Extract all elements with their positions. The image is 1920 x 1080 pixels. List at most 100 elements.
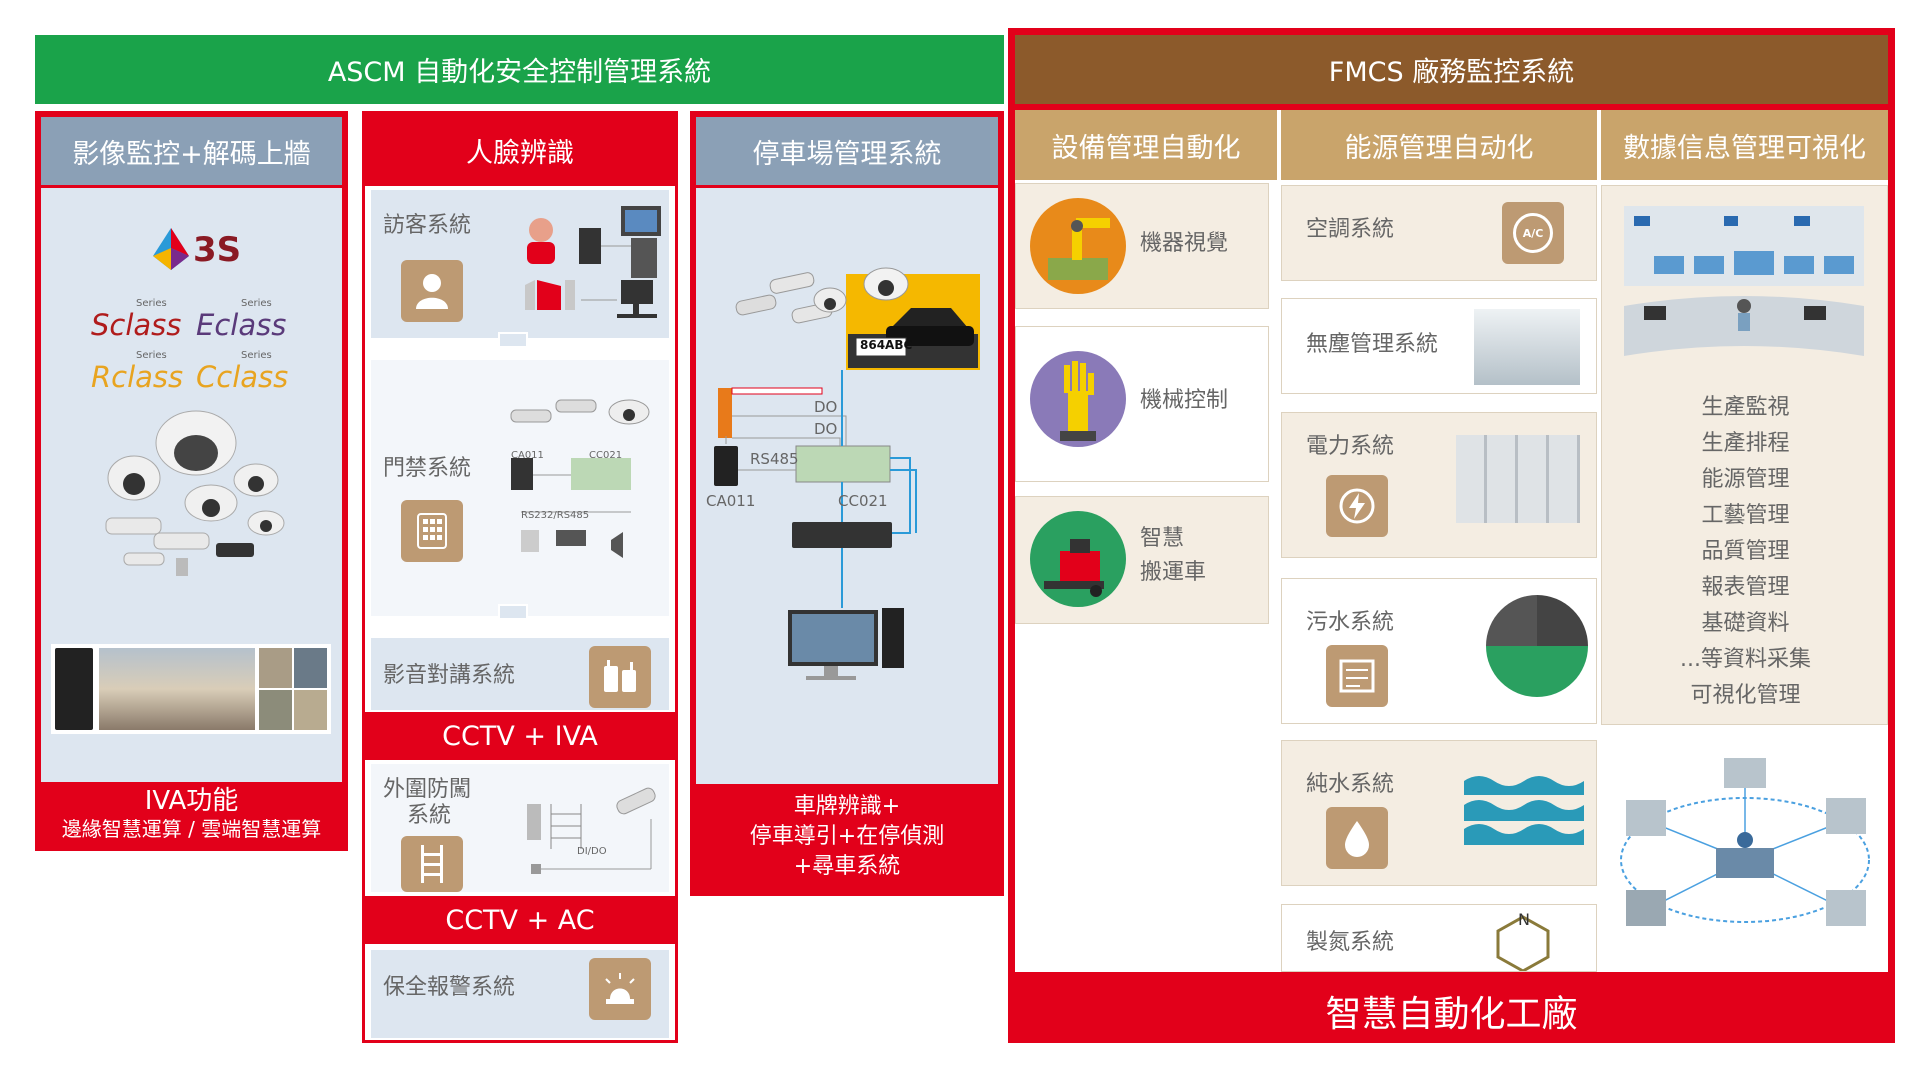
- wall-screen-d: [294, 690, 327, 730]
- data-item: ...等資料采集: [1680, 647, 1811, 672]
- col-parking-panel: 864ABC DO DO RS485 CA011 CC021: [696, 188, 998, 784]
- alarm-label: 保全報警系統: [383, 975, 516, 1000]
- col-face-recognition: 人臉辨識 訪客系統 門禁系統: [362, 111, 678, 1043]
- col-video-footer: IVA功能 邊緣智慧運算 / 雲端智慧運算: [38, 786, 345, 848]
- parking-footer-3: +尋車系統: [793, 854, 901, 879]
- fmcs-title-bar: FMCS 廠務監控系統: [1015, 35, 1888, 104]
- series-eclass: Eclass: [196, 308, 287, 342]
- access-tag-cc021: CC021: [589, 450, 623, 461]
- agv-icon: [1030, 511, 1126, 607]
- parking-ca011: CA011: [706, 492, 756, 510]
- cleanroom-card: 無塵管理系統: [1281, 298, 1597, 394]
- av-card: 影音對講系統: [371, 638, 669, 710]
- parking-do-1: DO: [814, 398, 838, 416]
- machine-vision-card: 機器視覺: [1015, 183, 1269, 309]
- robot-hand-icon: [1060, 361, 1096, 441]
- series-logos: Sclass Eclass Rclass Cclass Series Serie…: [91, 298, 311, 398]
- access-tag-rs: RS232/RS485: [521, 510, 590, 521]
- series-tag-2: Series: [241, 298, 272, 309]
- water-drop-icon: [1345, 821, 1369, 857]
- data-visualization-card: 生產監視 生產排程 能源管理 工藝管理 品質管理 報表管理 基礎資料 ...等資…: [1601, 185, 1888, 725]
- switchgear-photo: [1456, 435, 1580, 523]
- mechanical-control-card: 機械控制: [1015, 326, 1269, 482]
- power-card: 電力系統: [1281, 412, 1597, 558]
- data-item: 報表管理: [1701, 575, 1790, 600]
- parking-cc021: CC021: [838, 492, 888, 510]
- col-parking: 停車場管理系統: [690, 111, 1004, 896]
- agv-label-1: 智慧: [1140, 526, 1185, 551]
- access-card: 門禁系統 CA011 CC021 RS232/RS485: [371, 360, 669, 616]
- parking-do-2: DO: [814, 420, 838, 438]
- ladder-icon: [421, 845, 443, 883]
- perimeter-label-1: 外圍防闖: [383, 777, 472, 802]
- av-label: 影音對講系統: [383, 663, 516, 688]
- fmcs-frame: FMCS 廠務監控系統 設備管理自動化 機器視覺 機械控制 智慧 搬運車 能源管…: [1008, 28, 1895, 1043]
- agv-card: 智慧 搬運車: [1015, 496, 1269, 624]
- series-rclass: Rclass: [91, 360, 184, 394]
- cleanroom-photo: [1474, 309, 1580, 385]
- wave-icon: [1464, 776, 1584, 845]
- data-item: 生產監視: [1701, 395, 1790, 420]
- smart-factory-title: 智慧自動化工廠: [1325, 993, 1578, 1035]
- ac-tile: A/C: [1502, 202, 1564, 264]
- power-tile: [1326, 475, 1388, 537]
- svg-text:N: N: [1518, 910, 1530, 929]
- person-icon: [416, 274, 448, 309]
- sewage-label: 污水系統: [1306, 610, 1395, 635]
- mechanical-control-label: 機械控制: [1140, 388, 1229, 413]
- col-parking-footer: 車牌辨識+ 停車導引+在停偵測 +尋車系統: [693, 792, 1001, 892]
- power-icon: [1339, 488, 1375, 524]
- perimeter-label-2: 系統: [407, 803, 452, 828]
- fmcs-col2-header: 能源管理自动化: [1281, 110, 1597, 180]
- cctv-ac-band: CCTV + AC: [365, 896, 675, 944]
- parking-rs485: RS485: [750, 450, 799, 468]
- camera-group: [735, 267, 909, 324]
- nitrogen-molecule-icon: N: [1496, 910, 1550, 971]
- camera-cluster-icon: [105, 410, 285, 576]
- data-item: 工藝管理: [1701, 503, 1790, 528]
- access-label: 門禁系統: [383, 456, 472, 481]
- wall-screen-main: [99, 648, 255, 730]
- agv-label-2: 搬運車: [1140, 560, 1207, 585]
- sewage-card: 污水系統: [1281, 578, 1597, 724]
- series-sclass: Sclass: [91, 308, 182, 342]
- purewater-tile: [1326, 807, 1388, 869]
- perimeter-tile: [401, 836, 463, 892]
- av-tile: [589, 646, 651, 708]
- video-wall: [51, 644, 331, 734]
- series-tag-3: Series: [136, 350, 167, 361]
- series-tag-1: Series: [136, 298, 167, 309]
- ac-icon: A/C: [1513, 213, 1553, 253]
- access-tag-ca011: CA011: [511, 450, 544, 461]
- brand-logo: 3S: [151, 226, 241, 276]
- ascm-title: ASCM 自動化安全控制管理系統: [327, 57, 712, 88]
- data-item: 能源管理: [1701, 467, 1790, 492]
- data-item: 可視化管理: [1690, 683, 1801, 708]
- data-item: 基礎資料: [1701, 611, 1790, 636]
- fmcs-col3-header: 數據信息管理可視化: [1601, 110, 1888, 180]
- brand-name: 3S: [193, 230, 242, 270]
- purewater-label: 純水系統: [1306, 772, 1395, 797]
- access-equipment-icon: [510, 399, 650, 558]
- ac-label: 空調系統: [1306, 217, 1395, 242]
- parking-diagram: [714, 267, 980, 680]
- server-tower-icon: [55, 648, 93, 730]
- alarm-card: 保全報警系統: [371, 950, 669, 1038]
- perimeter-tag-dido: DI/DO: [577, 846, 607, 857]
- machine-vision-label: 機器視覺: [1140, 231, 1229, 256]
- visitor-card: 訪客系統: [371, 190, 669, 338]
- machine-vision-icon: [1030, 198, 1126, 294]
- wall-screen-a: [259, 648, 292, 688]
- keypad-icon: [417, 513, 447, 549]
- factory-network-icon: [1620, 758, 1870, 926]
- access-tile: [401, 500, 463, 562]
- mechanical-control-icon: [1030, 351, 1126, 447]
- connector-1: [498, 332, 528, 346]
- control-room-icon: [1624, 206, 1864, 356]
- wall-screen-c: [259, 690, 292, 730]
- fmcs-col1-header: 設備管理自動化: [1015, 110, 1277, 180]
- robot-arm-icon: [1048, 218, 1110, 280]
- series-tag-4: Series: [241, 350, 272, 361]
- visitor-equipment-icon: [525, 206, 661, 318]
- power-label: 電力系統: [1306, 434, 1395, 459]
